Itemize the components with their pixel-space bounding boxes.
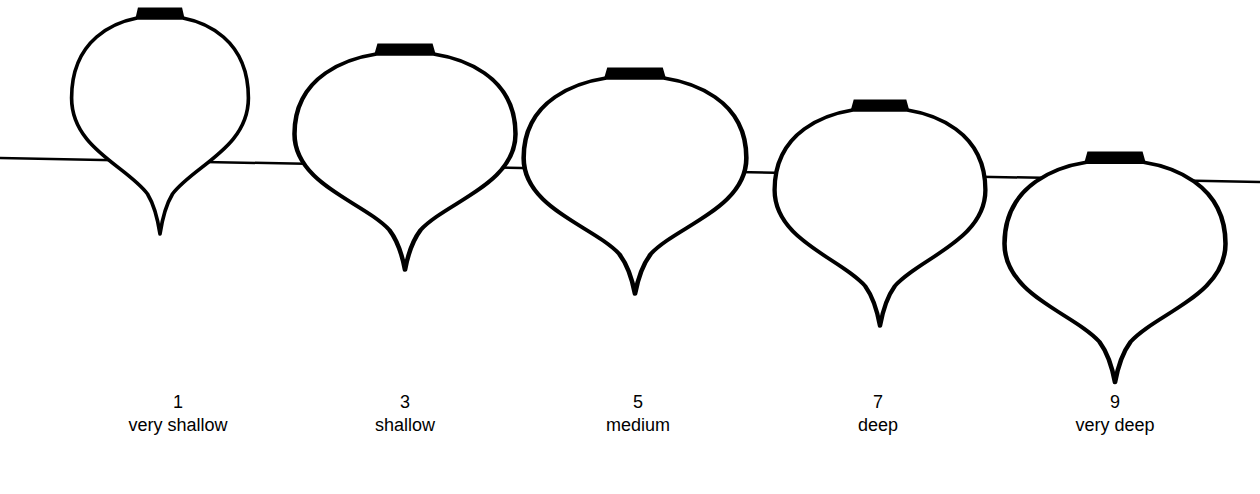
scale-number: 9 bbox=[1110, 391, 1120, 413]
scale-number: 7 bbox=[873, 391, 883, 413]
scale-description: very deep bbox=[1075, 414, 1154, 436]
bulb-shape bbox=[1005, 153, 1226, 383]
scale-number: 5 bbox=[633, 391, 643, 413]
scale-description: very shallow bbox=[128, 414, 227, 436]
bulb-shape bbox=[295, 45, 516, 270]
scale-description: shallow bbox=[375, 414, 435, 436]
bulb-shape bbox=[72, 9, 249, 234]
bulb-shape bbox=[775, 101, 986, 326]
scale-number: 1 bbox=[173, 391, 183, 413]
bulb-shape bbox=[524, 69, 747, 294]
scale-number: 3 bbox=[400, 391, 410, 413]
scale-description: medium bbox=[606, 414, 670, 436]
scale-description: deep bbox=[858, 414, 898, 436]
